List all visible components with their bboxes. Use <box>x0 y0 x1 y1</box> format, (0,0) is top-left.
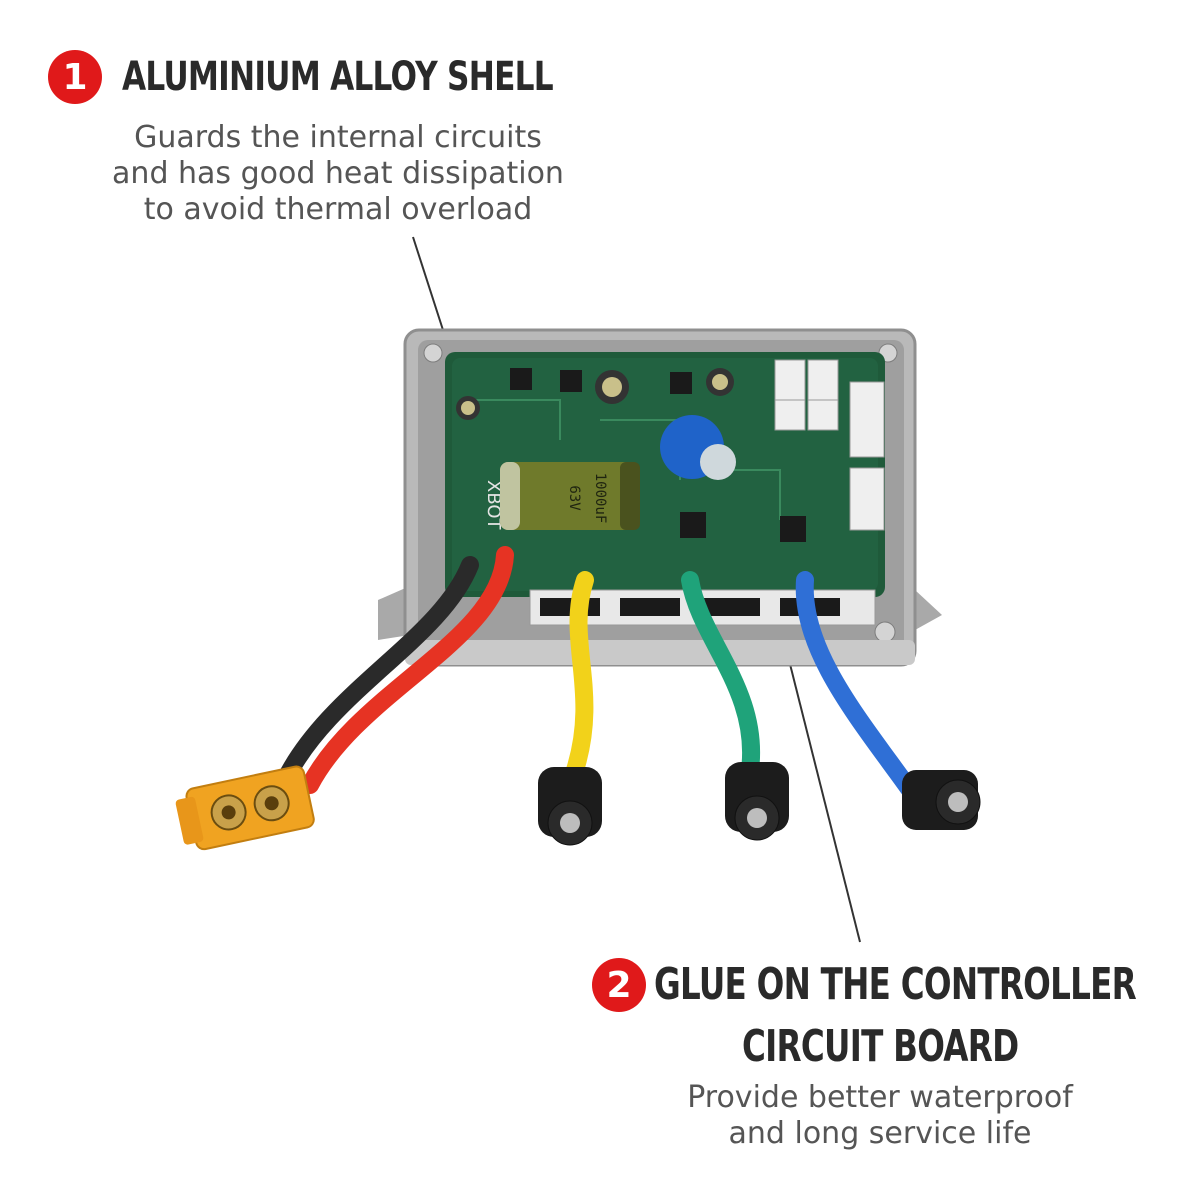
board-brand-label: XBOT <box>483 480 504 531</box>
pointer-line-1 <box>412 236 444 331</box>
blue-bullet-connector <box>902 770 981 830</box>
blue-phase-wire <box>795 571 919 799</box>
xt60-connector <box>175 765 315 851</box>
electrolytic-capacitor: 63V 1000uF <box>500 462 640 530</box>
callout-1-description-line-2: and has good heat dissipation <box>112 156 564 191</box>
callout-2-description-line-2: and long service life <box>728 1116 1032 1151</box>
callout-2-description: Provide better waterproof and long servi… <box>640 1080 1120 1152</box>
callout-1-title: ALUMINIUM ALLOY SHELL <box>122 54 554 100</box>
yellow-bullet-connector <box>538 767 602 846</box>
red-power-wire <box>301 546 514 794</box>
callout-1-description-line-3: to avoid thermal overload <box>143 192 533 227</box>
callout-2-description-line-1: Provide better waterproof <box>687 1080 1073 1115</box>
callout-2-number-badge: 2 <box>592 958 646 1012</box>
green-phase-wire <box>681 571 761 779</box>
capacitor-voltage-label: 63V <box>566 485 582 511</box>
green-bullet-connector <box>725 762 789 841</box>
callout-1-description: Guards the internal circuits and has goo… <box>88 120 588 228</box>
callout-2-title-line-1: GLUE ON THE CONTROLLER <box>654 959 1137 1010</box>
callout-1-number-badge: 1 <box>48 50 102 104</box>
capacitor-capacity-label: 1000uF <box>592 473 608 524</box>
callout-2-title-line-2: CIRCUIT BOARD <box>742 1021 1019 1072</box>
callout-1-description-line-1: Guards the internal circuits <box>134 120 542 155</box>
black-power-wire <box>276 556 479 789</box>
yellow-phase-wire <box>566 571 594 779</box>
